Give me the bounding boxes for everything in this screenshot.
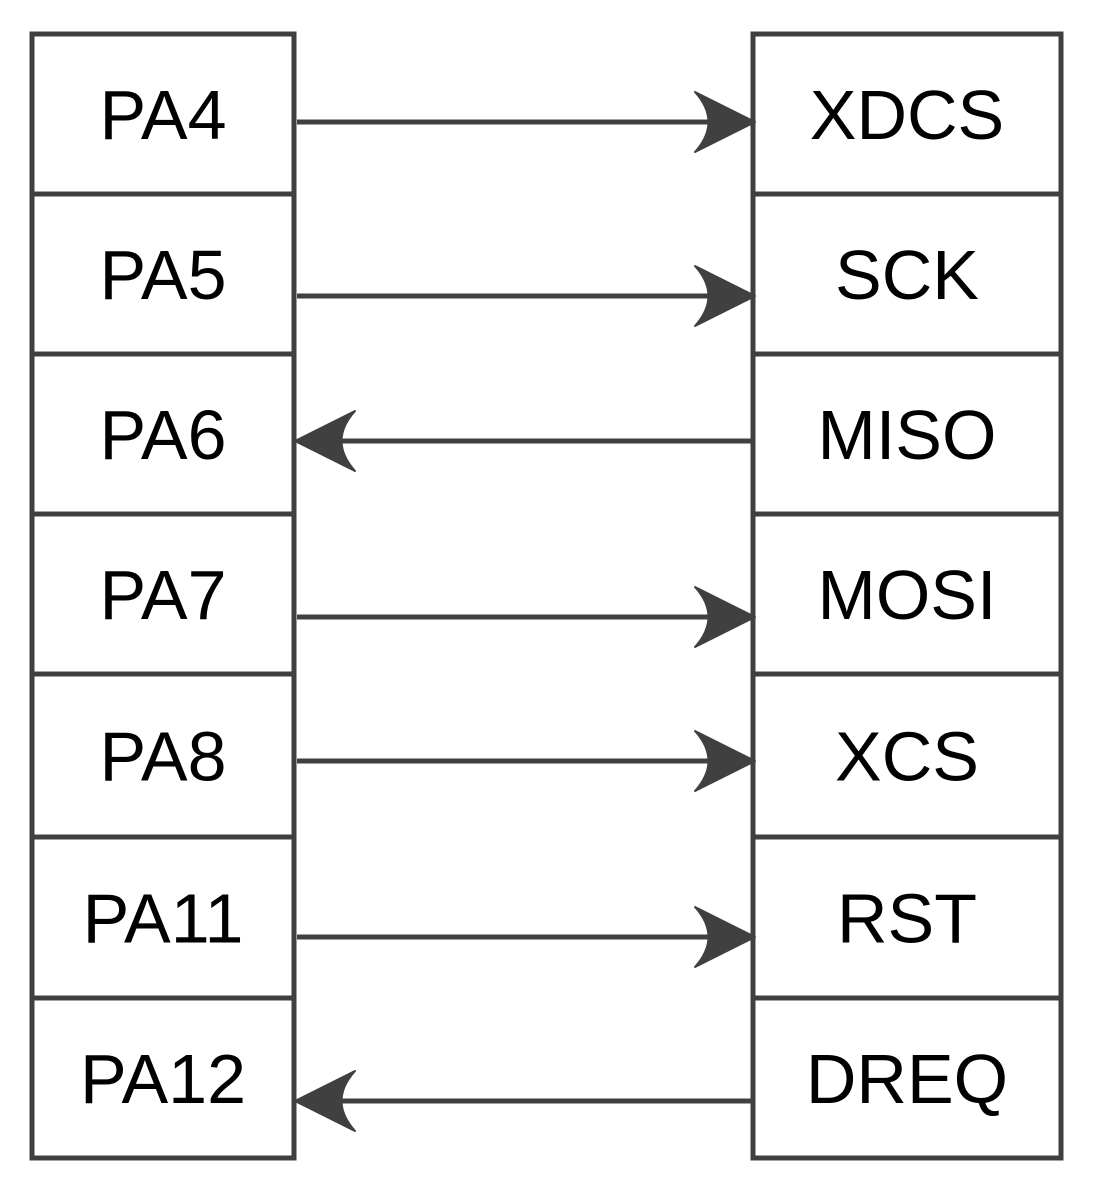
right-pin-label: SCK bbox=[835, 236, 979, 314]
arrowhead-icon bbox=[694, 91, 756, 153]
arrow-pa4-to-xdcs bbox=[297, 91, 756, 153]
left-pin-label: PA4 bbox=[99, 76, 226, 154]
arrowhead-icon bbox=[694, 906, 756, 968]
right-pin-label: RST bbox=[837, 880, 977, 958]
right-pin-label: DREQ bbox=[806, 1040, 1008, 1118]
arrow-pa7-to-mosi bbox=[297, 586, 756, 648]
arrow-dreq-to-pa12 bbox=[294, 1070, 751, 1132]
left-pin-cell bbox=[29, 995, 297, 1161]
right-pin-block: XDCS SCK MISO MOSI XCS RST DREQ bbox=[750, 31, 1064, 1161]
right-pin-label: XCS bbox=[835, 718, 979, 796]
arrowhead-icon bbox=[294, 1070, 356, 1132]
right-pin-label: XDCS bbox=[810, 76, 1004, 154]
left-pin-label: PA7 bbox=[99, 556, 226, 634]
arrowhead-icon bbox=[694, 265, 756, 327]
right-pin-cell bbox=[750, 995, 1064, 1161]
arrowhead-icon bbox=[694, 586, 756, 648]
left-pin-label: PA6 bbox=[99, 396, 226, 474]
arrow-pa5-to-sck bbox=[297, 265, 756, 327]
arrowhead-icon bbox=[294, 410, 356, 472]
right-pin-label: MOSI bbox=[818, 556, 997, 634]
left-pin-label: PA11 bbox=[83, 880, 244, 958]
arrowhead-icon bbox=[694, 730, 756, 792]
arrow-pa11-to-rst bbox=[297, 906, 756, 968]
connection-arrows bbox=[294, 91, 756, 1132]
right-pin-label: MISO bbox=[818, 396, 997, 474]
arrow-pa8-to-xcs bbox=[297, 730, 756, 792]
left-pin-label: PA8 bbox=[99, 718, 226, 796]
left-pin-label: PA5 bbox=[99, 236, 226, 314]
arrow-miso-to-pa6 bbox=[294, 410, 751, 472]
left-pin-label: PA12 bbox=[80, 1040, 246, 1118]
